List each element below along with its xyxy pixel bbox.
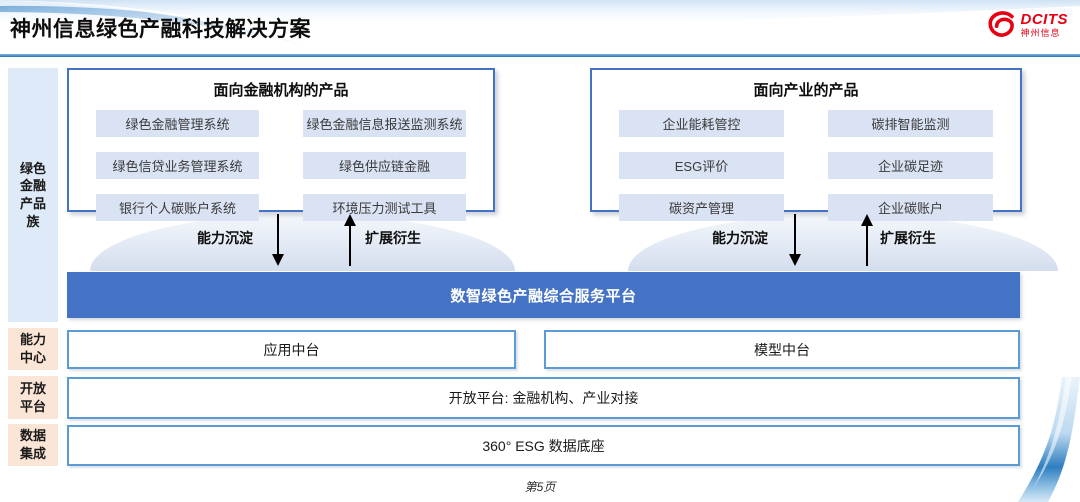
- dcits-swirl-icon: [987, 11, 1014, 37]
- capability-sink-label-right: 能力沉淀: [712, 230, 768, 246]
- product-chip: 企业能耗管控: [619, 110, 784, 137]
- sidebar-label-capability-center: 能力中心: [8, 328, 58, 370]
- sidebar-label-open-platform: 开放平台: [8, 376, 58, 419]
- industry-products-box: 面向产业的产品 企业能耗管控 碳排智能监测 ESG评价 企业碳足迹 碳资产管理 …: [590, 68, 1022, 221]
- company-logo: DCITS 神州信息: [987, 11, 1069, 39]
- product-chip: 绿色信贷业务管理系统: [96, 152, 259, 179]
- product-chip: 环境压力测试工具: [303, 194, 466, 221]
- arrow-down-icon: [789, 214, 801, 266]
- dome-decoration-right: [628, 214, 1058, 271]
- product-chip: 绿色金融管理系统: [96, 110, 259, 137]
- page-title: 神州信息绿色产融科技解决方案: [10, 18, 311, 41]
- open-platform-box: 开放平台: 金融机构、产业对接: [67, 377, 1020, 419]
- logo-text: DCITS 神州信息: [1021, 12, 1069, 38]
- arrow-up-icon: [344, 214, 356, 266]
- finance-products-grid: 绿色金融管理系统 绿色金融信息报送监测系统 绿色信贷业务管理系统 绿色供应链金融…: [69, 110, 493, 221]
- expand-derive-label-right: 扩展衍生: [880, 230, 936, 246]
- product-chip: 企业碳足迹: [828, 152, 993, 179]
- finance-products-box: 面向金融机构的产品 绿色金融管理系统 绿色金融信息报送监测系统 绿色信贷业务管理…: [67, 68, 495, 221]
- dome-decoration-left: [90, 214, 515, 271]
- logo-brand: DCITS: [1020, 11, 1068, 28]
- expand-derive-label-left: 扩展衍生: [365, 230, 421, 246]
- product-chip: 碳资产管理: [619, 194, 784, 221]
- capability-sink-label-left: 能力沉淀: [197, 230, 253, 246]
- sidebar-label-data-integration: 数据集成: [8, 424, 58, 466]
- finance-box-title: 面向金融机构的产品: [213, 82, 349, 99]
- product-chip: 绿色供应链金融: [303, 152, 466, 179]
- product-chip: 碳排智能监测: [828, 110, 993, 137]
- header-divider-line: [0, 54, 1080, 57]
- logo-company-name: 神州信息: [1020, 28, 1061, 38]
- industry-box-title: 面向产业的产品: [753, 82, 859, 99]
- page-number: 第5页: [524, 480, 556, 494]
- esg-data-base-box: 360° ESG 数据底座: [67, 425, 1020, 466]
- product-chip: 银行个人碳账户系统: [96, 194, 259, 221]
- model-middle-platform-box: 模型中台: [544, 330, 1020, 369]
- product-chip: 企业碳账户: [828, 194, 993, 221]
- industry-products-grid: 企业能耗管控 碳排智能监测 ESG评价 企业碳足迹 碳资产管理 企业碳账户: [592, 110, 1020, 221]
- product-chip: ESG评价: [619, 152, 784, 179]
- platform-bar: 数智绿色产融综合服务平台: [67, 272, 1020, 318]
- arrow-down-icon: [272, 214, 284, 266]
- arrow-up-icon: [861, 214, 873, 266]
- sidebar-label-product-family: 绿色金融产品族: [8, 68, 58, 322]
- app-middle-platform-box: 应用中台: [67, 330, 516, 369]
- product-chip: 绿色金融信息报送监测系统: [303, 110, 466, 137]
